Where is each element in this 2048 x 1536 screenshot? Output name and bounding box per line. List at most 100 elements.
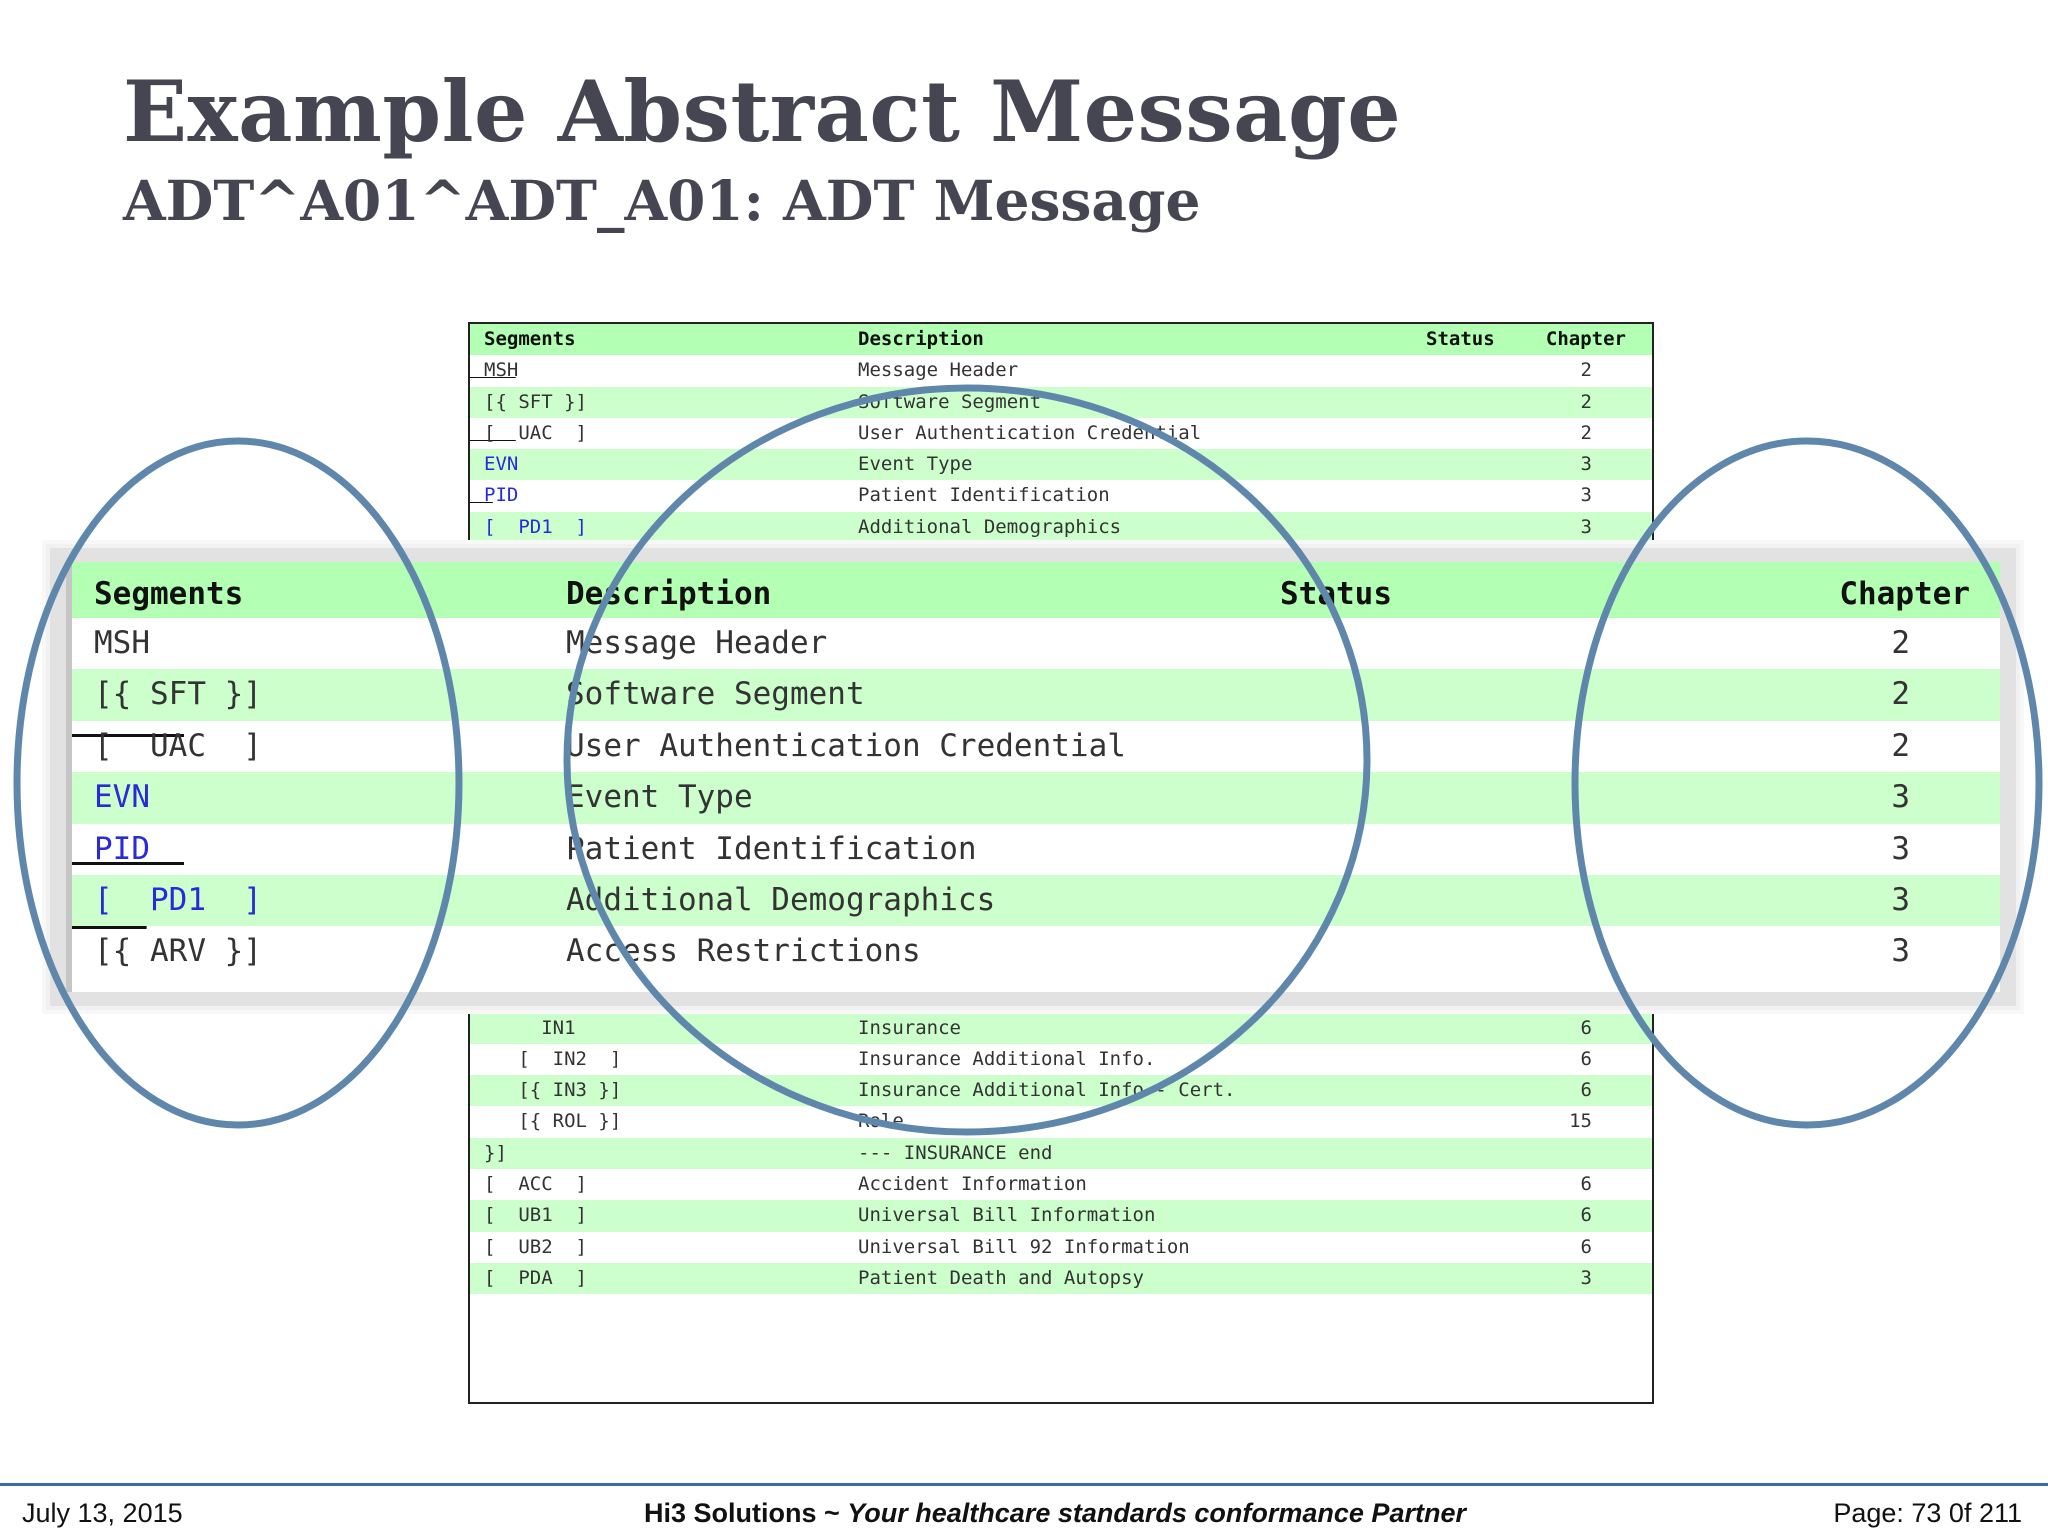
table-row: [{ ARV }] Access Restrictions 3 — [72, 926, 2000, 977]
table-row: [ UB1 ] Universal Bill Information 6 — [470, 1200, 1652, 1232]
description-cell: Message Header — [566, 625, 828, 661]
chapter-cell: 6 — [1580, 1047, 1592, 1070]
header-segments: Segments — [94, 576, 244, 612]
footer-company-name: Hi3 Solutions ~ — [644, 1498, 848, 1528]
description-cell: Patient Identification — [858, 484, 1110, 507]
header-status: Status — [1280, 576, 1392, 612]
table-row: EVN Event Type 3 — [470, 449, 1652, 481]
table-row: [ PDA ] Patient Death and Autopsy 3 — [470, 1262, 1652, 1295]
footer-company: Hi3 Solutions ~ Your healthcare standard… — [644, 1498, 1466, 1529]
description-cell: User Authentication Credential — [566, 727, 1126, 764]
description-cell: Additional Demographics — [566, 881, 996, 918]
chapter-cell: 2 — [1580, 421, 1592, 444]
footer-page-number: Page: 73 0f 211 — [1833, 1498, 2022, 1528]
chapter-cell: 6 — [1580, 1016, 1592, 1039]
table-row: [ IN2 ] Insurance Additional Info. 6 — [470, 1044, 1652, 1075]
table-row: }]--- INSURANCE end — [470, 1137, 1652, 1170]
chapter-cell: 2 — [1891, 625, 1910, 661]
description-cell: Access Restrictions — [566, 933, 921, 970]
header-segments: Segments — [484, 328, 576, 350]
segment-cell: [ ACC ] — [484, 1173, 587, 1196]
chapter-cell: 2 — [1580, 359, 1592, 382]
chapter-cell: 6 — [1580, 1235, 1592, 1258]
description-cell: Role — [858, 1110, 904, 1133]
table-row: MSH Message Header 2 — [470, 355, 1652, 386]
chapter-cell: 3 — [1580, 484, 1592, 507]
table-row: [ PD1 ] Additional Demographics 3 — [72, 874, 2000, 927]
segment-cell: [ PD1 ] — [484, 515, 587, 538]
table-row: [{ ROL }] Role 15 — [470, 1106, 1652, 1137]
chapter-cell: 3 — [1580, 1266, 1592, 1289]
table-row: [ PD1 ] Additional Demographics 3 — [470, 511, 1652, 544]
description-cell: User Authentication Credential — [858, 421, 1202, 444]
header-chapter: Chapter — [1839, 576, 1970, 612]
table-row: [ ACC ] Accident Information 6 — [470, 1169, 1652, 1200]
segment-cell: [ UB1 ] — [484, 1204, 587, 1227]
table-header-row: Segments Description Status Chapter — [470, 324, 1652, 356]
chapter-cell: 3 — [1580, 453, 1592, 476]
chapter-cell: 2 — [1580, 390, 1592, 413]
slide-subtitle: ADT^A01^ADT_A01: ADT Message — [123, 168, 1201, 233]
segment-cell: [ UB2 ] — [484, 1235, 587, 1258]
footer-date: July 13, 2015 — [22, 1498, 183, 1528]
description-cell: Message Header — [858, 359, 1019, 382]
segment-cell: [{ ARV }] — [94, 933, 262, 970]
slide-title: Example Abstract Message — [123, 62, 1402, 161]
header-description: Description — [566, 576, 772, 612]
description-cell: Software Segment — [858, 390, 1042, 413]
description-cell: Additional Demographics — [858, 515, 1122, 538]
chapter-cell: 3 — [1891, 881, 1910, 918]
segment-cell: }] — [484, 1141, 507, 1164]
description-cell: Accident Information — [858, 1173, 1087, 1196]
magnified-header-row: Segments Description Status Chapter — [72, 562, 2000, 618]
chapter-cell: 3 — [1580, 515, 1592, 538]
chapter-cell: 6 — [1580, 1079, 1592, 1102]
chapter-cell: 3 — [1891, 830, 1910, 867]
table-row: PID Patient Identification 3 — [72, 824, 2000, 875]
segment-cell: MSH — [94, 625, 150, 661]
segment-cell: PID — [94, 830, 150, 867]
table-row: MSH Message Header 2 — [72, 618, 2000, 669]
table-row: [{ SFT }] Software Segment 2 — [470, 386, 1652, 418]
chapter-cell: 3 — [1891, 933, 1910, 970]
segment-cell: [ PDA ] — [484, 1266, 587, 1289]
segment-cell: [{ ROL }] — [484, 1110, 622, 1133]
description-cell: Event Type — [858, 453, 973, 476]
description-cell: Insurance Additional Info - Cert. — [858, 1079, 1236, 1102]
segment-cell: PID — [484, 484, 519, 507]
header-chapter: Chapter — [1545, 328, 1626, 350]
description-cell: Insurance — [858, 1016, 961, 1039]
description-cell: Universal Bill Information — [858, 1204, 1156, 1227]
description-cell: Patient Death and Autopsy — [858, 1266, 1144, 1289]
table-row: [ UAC ] User Authentication Credential 2 — [470, 418, 1652, 449]
chapter-cell: 3 — [1891, 779, 1910, 816]
description-cell: Insurance Additional Info. — [858, 1047, 1156, 1070]
segment-cell: IN1 — [484, 1016, 576, 1039]
table-row: [{ IN3 }]Insurance Additional Info - Cer… — [470, 1075, 1652, 1107]
segment-cell: [ PD1 ] — [94, 881, 262, 918]
segment-cell: EVN — [94, 779, 150, 816]
chapter-cell: 15 — [1569, 1110, 1592, 1133]
segment-cell: [ UAC ] — [94, 727, 262, 764]
segment-cell: [{ SFT }] — [484, 390, 587, 413]
description-cell: Patient Identification — [566, 830, 977, 867]
chapter-cell: 2 — [1891, 676, 1910, 713]
header-status: Status — [1426, 328, 1495, 350]
segment-cell: [ UAC ] — [484, 421, 587, 444]
chapter-cell: 2 — [1891, 727, 1910, 764]
chapter-cell: 6 — [1580, 1173, 1592, 1196]
header-description: Description — [858, 328, 984, 350]
description-cell: Software Segment — [566, 676, 865, 713]
table-row: [ UAC ] User Authentication Credential 2 — [72, 721, 2000, 772]
segment-cell: [{ SFT }] — [94, 676, 262, 713]
segment-cell: [ IN2 ] — [484, 1047, 622, 1070]
table-row: PID Patient Identification 3 — [470, 480, 1652, 511]
chapter-cell: 6 — [1580, 1204, 1592, 1227]
table-row: [{ SFT }] Software Segment 2 — [72, 669, 2000, 721]
segment-cell: MSH — [484, 359, 519, 382]
description-cell: Universal Bill 92 Information — [858, 1235, 1190, 1258]
segment-cell: EVN — [484, 453, 519, 476]
